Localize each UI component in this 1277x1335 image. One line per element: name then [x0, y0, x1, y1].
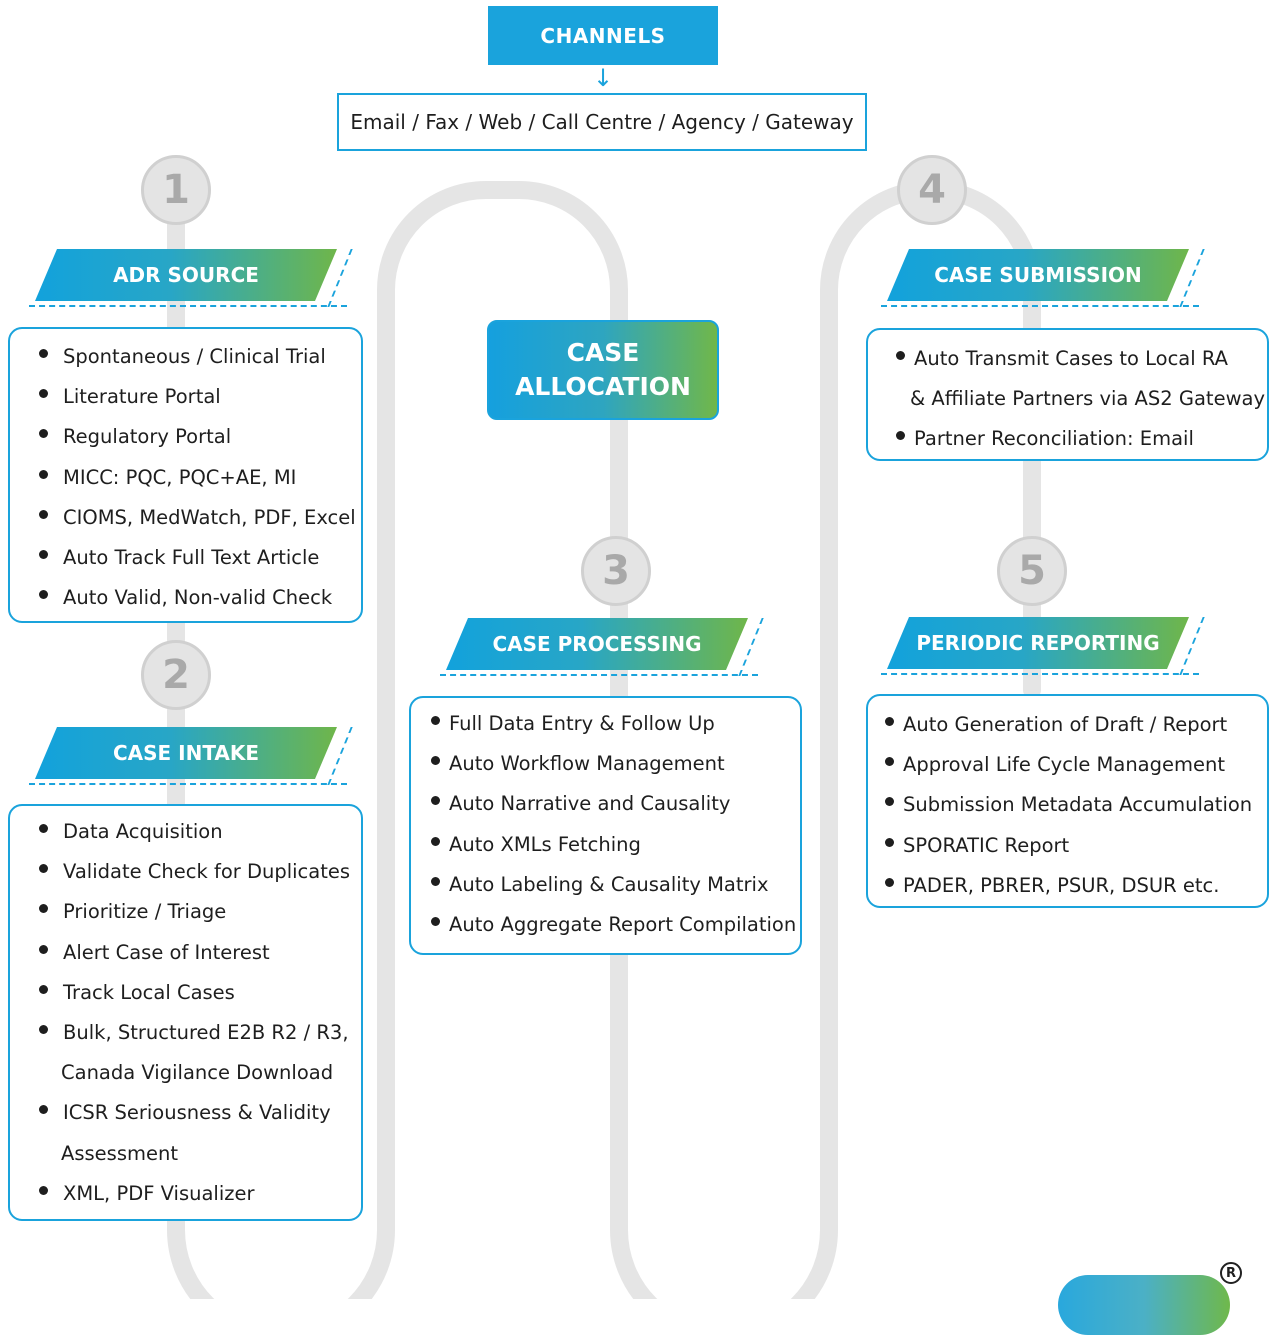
bullet-icon: [431, 756, 440, 766]
registered-mark-icon: R: [1220, 1262, 1242, 1284]
list-item: SPORATIC Report: [868, 826, 1267, 866]
list-item: Auto Generation of Draft / Report: [868, 705, 1267, 745]
list-item: Auto XMLs Fetching: [411, 825, 800, 865]
list-item: MICC: PQC, PQC+AE, MI: [10, 458, 361, 498]
banner-case-intake: CASE INTAKE: [29, 727, 353, 785]
list-item: CIOMS, MedWatch, PDF, Excel: [10, 498, 361, 538]
case-intake-list: Data Acquisition Validate Check for Dupl…: [8, 804, 363, 1221]
bullet-icon: [431, 917, 440, 927]
banner-periodic-reporting: PERIODIC REPORTING: [881, 617, 1205, 675]
list-item: Prioritize / Triage: [10, 892, 361, 932]
list-item: Auto Aggregate Report Compilation: [411, 905, 800, 945]
bullet-icon: [885, 837, 894, 847]
bullet-icon: [39, 824, 48, 833]
list-item: Submission Metadata Accumulation: [868, 785, 1267, 825]
step-number-5: 5: [997, 536, 1067, 606]
bullet-icon: [39, 389, 48, 399]
step-number-3: 3: [581, 536, 651, 606]
bullet-icon: [885, 717, 894, 726]
list-item: Validate Check for Duplicates: [10, 852, 361, 892]
bullet-icon: [896, 431, 905, 441]
bullet-icon: [431, 876, 440, 886]
channel-list: Email / Fax / Web / Call Centre / Agency…: [337, 93, 867, 151]
case-processing-list: Full Data Entry & Follow Up Auto Workflo…: [409, 696, 802, 955]
bullet-icon: [431, 716, 440, 725]
list-item: Literature Portal: [10, 377, 361, 417]
case-allocation-line1: CASE: [566, 338, 640, 367]
step-number-2: 2: [141, 640, 211, 710]
bullet-icon: [39, 944, 48, 954]
list-item: Regulatory Portal: [10, 417, 361, 457]
bullet-icon: [39, 864, 48, 874]
case-allocation-box: CASE ALLOCATION: [487, 320, 719, 420]
list-item: Auto Labeling & Causality Matrix: [411, 865, 800, 905]
bullet-icon: [39, 429, 48, 439]
bullet-icon: [39, 1025, 48, 1035]
bullet-icon: [39, 550, 48, 560]
list-item: Full Data Entry & Follow Up: [411, 704, 800, 744]
list-item: PADER, PBRER, PSUR, DSUR etc.: [868, 866, 1267, 906]
list-item: Track Local Cases: [10, 973, 361, 1013]
list-item-continuation: Canada Vigilance Download: [61, 1061, 334, 1085]
bullet-icon: [431, 836, 440, 846]
step-number-1: 1: [141, 155, 211, 225]
bullet-icon: [39, 469, 48, 479]
bullet-icon: [885, 797, 894, 807]
list-item: XML, PDF Visualizer: [10, 1174, 361, 1214]
list-item-continuation: Assessment: [61, 1141, 178, 1165]
bullet-icon: [39, 590, 48, 600]
list-item-continuation: & Affiliate Partners via AS2 Gateway: [910, 387, 1266, 411]
list-item: Partner Reconciliation: Email: [868, 419, 1267, 459]
list-item: Auto Narrative and Causality: [411, 784, 800, 824]
bullet-icon: [39, 1105, 48, 1115]
bullet-icon: [431, 796, 440, 806]
channels-header: CHANNELS: [488, 6, 718, 65]
list-item: ICSR Seriousness & Validity: [10, 1093, 361, 1133]
bullet-icon: [885, 877, 894, 887]
banner-case-processing: CASE PROCESSING: [440, 618, 764, 676]
adr-source-list: Spontaneous / Clinical Trial Literature …: [8, 327, 363, 623]
case-submission-list: Auto Transmit Cases to Local RA & Affili…: [866, 328, 1269, 461]
bullet-icon: [896, 351, 905, 360]
bullet-icon: [39, 509, 48, 519]
list-item: Auto Valid, Non-valid Check: [10, 578, 361, 618]
banner-case-submission: CASE SUBMISSION: [881, 249, 1205, 307]
banner-adr-source: ADR SOURCE: [29, 249, 353, 307]
bullet-icon: [39, 1185, 48, 1195]
list-item: Bulk, Structured E2B R2 / R3,: [10, 1013, 361, 1053]
list-item: Alert Case of Interest: [10, 933, 361, 973]
list-item: Data Acquisition: [10, 812, 361, 852]
bullet-icon: [885, 757, 894, 767]
list-item: Auto Workflow Management: [411, 744, 800, 784]
periodic-reporting-list: Auto Generation of Draft / Report Approv…: [866, 694, 1269, 908]
bullet-icon: [39, 904, 48, 914]
list-item: Auto Transmit Cases to Local RA: [868, 339, 1267, 379]
list-item: Auto Track Full Text Article: [10, 538, 361, 578]
list-item: Approval Life Cycle Management: [868, 745, 1267, 785]
step-number-4: 4: [897, 155, 967, 225]
brand-logo: [1058, 1275, 1230, 1335]
bullet-icon: [39, 349, 48, 358]
down-arrow-icon: ↓: [592, 64, 614, 92]
bullet-icon: [39, 984, 48, 994]
case-allocation-line2: ALLOCATION: [515, 372, 691, 401]
list-item: Spontaneous / Clinical Trial: [10, 337, 361, 377]
